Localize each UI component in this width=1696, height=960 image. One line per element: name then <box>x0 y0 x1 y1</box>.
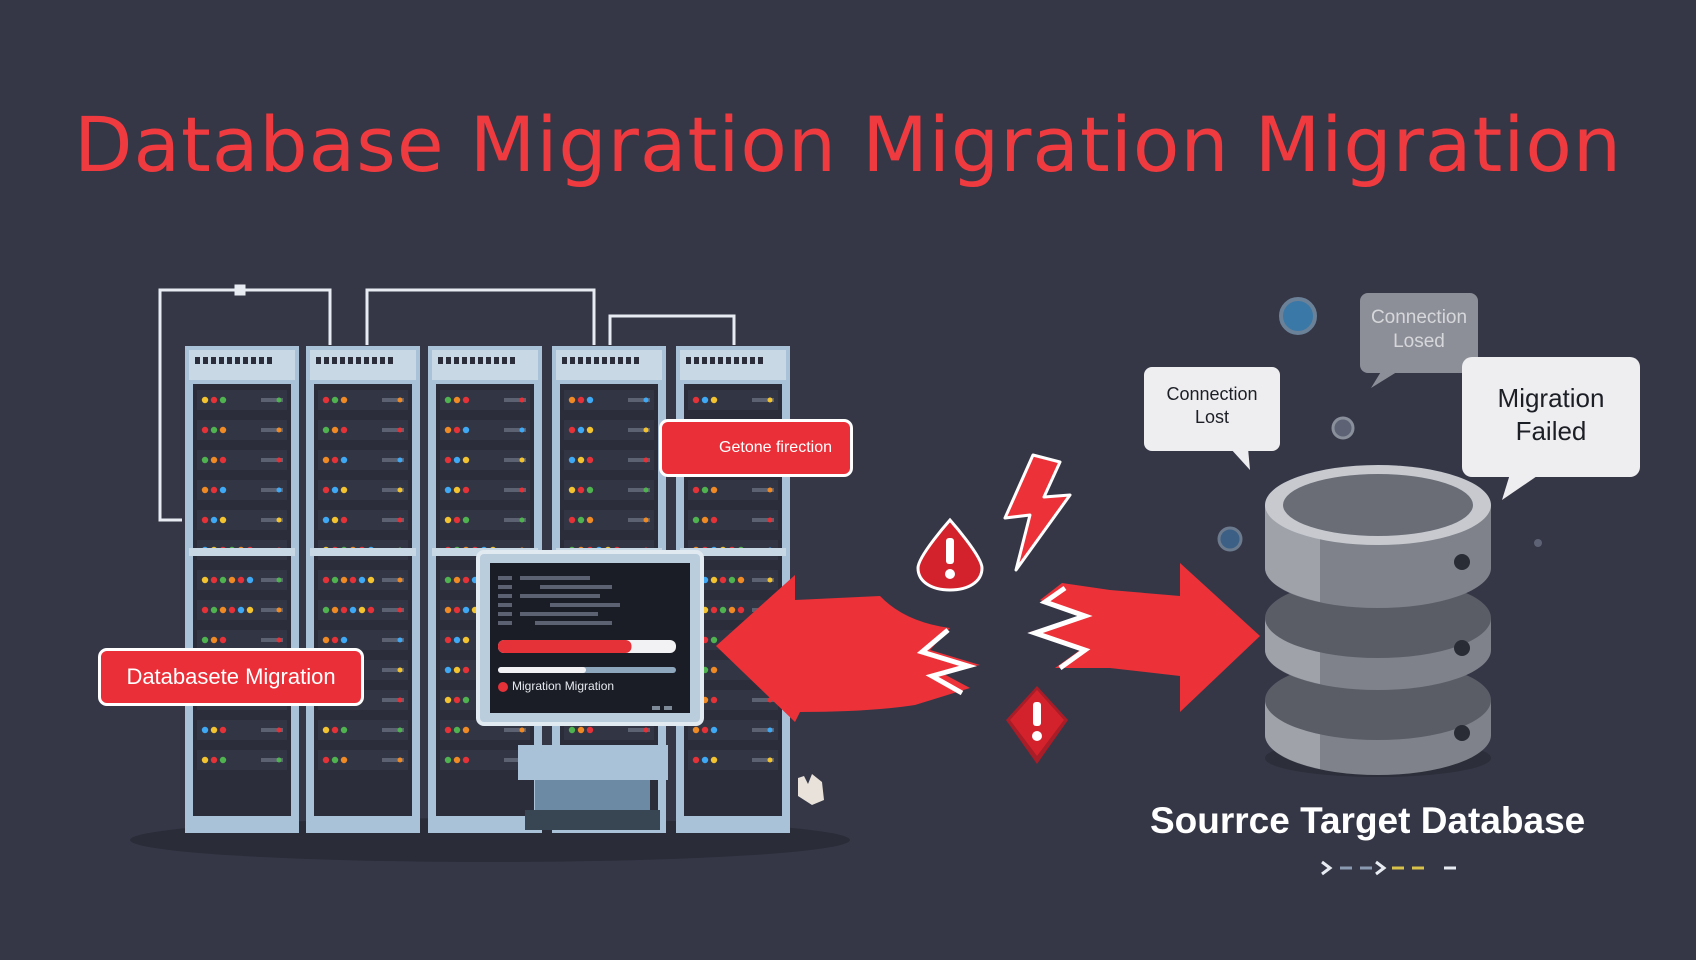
arrow-right-icon <box>1027 563 1260 712</box>
monitor-icon <box>476 550 704 830</box>
progress-bar-fill <box>498 640 632 653</box>
migration-tag-rack: Getone firection <box>659 419 853 477</box>
monitor-status-text: Migration Migration <box>512 679 615 693</box>
bubble-migration-failed-text: Migration Failed <box>1497 383 1605 446</box>
speech-bubble-migration-failed <box>1462 357 1640 500</box>
server-rack-icon <box>306 346 420 833</box>
hand-icon <box>798 774 824 805</box>
arrow-left-icon <box>716 575 980 722</box>
bubble-connection-lost-text: Connection Lost <box>1166 384 1258 427</box>
speech-bubble-connection-lost <box>1144 367 1280 470</box>
warning-icon <box>1006 686 1068 764</box>
bubble-connection-losed-text: Connection Losed <box>1370 307 1468 352</box>
server-rack-icon <box>185 346 299 833</box>
lightning-icon <box>1003 453 1072 572</box>
database-icon <box>1265 465 1491 777</box>
status-dot-icon <box>498 682 508 692</box>
dashed-arrow-icon <box>1321 860 1456 876</box>
migration-tag-label: Databasete Migration <box>126 664 336 689</box>
warning-icon <box>916 517 984 592</box>
rack-tag-label: Getone firection <box>719 439 832 456</box>
decor-bubbles <box>1217 297 1542 552</box>
page-title: Database Migration Migration Migration <box>73 100 1623 189</box>
rack-cables <box>158 284 736 522</box>
database-caption: Sourrce Target Database <box>1150 800 1586 841</box>
speech-bubble-connection-losed <box>1360 293 1478 388</box>
migration-tag-left: Databasete Migration <box>98 648 364 706</box>
